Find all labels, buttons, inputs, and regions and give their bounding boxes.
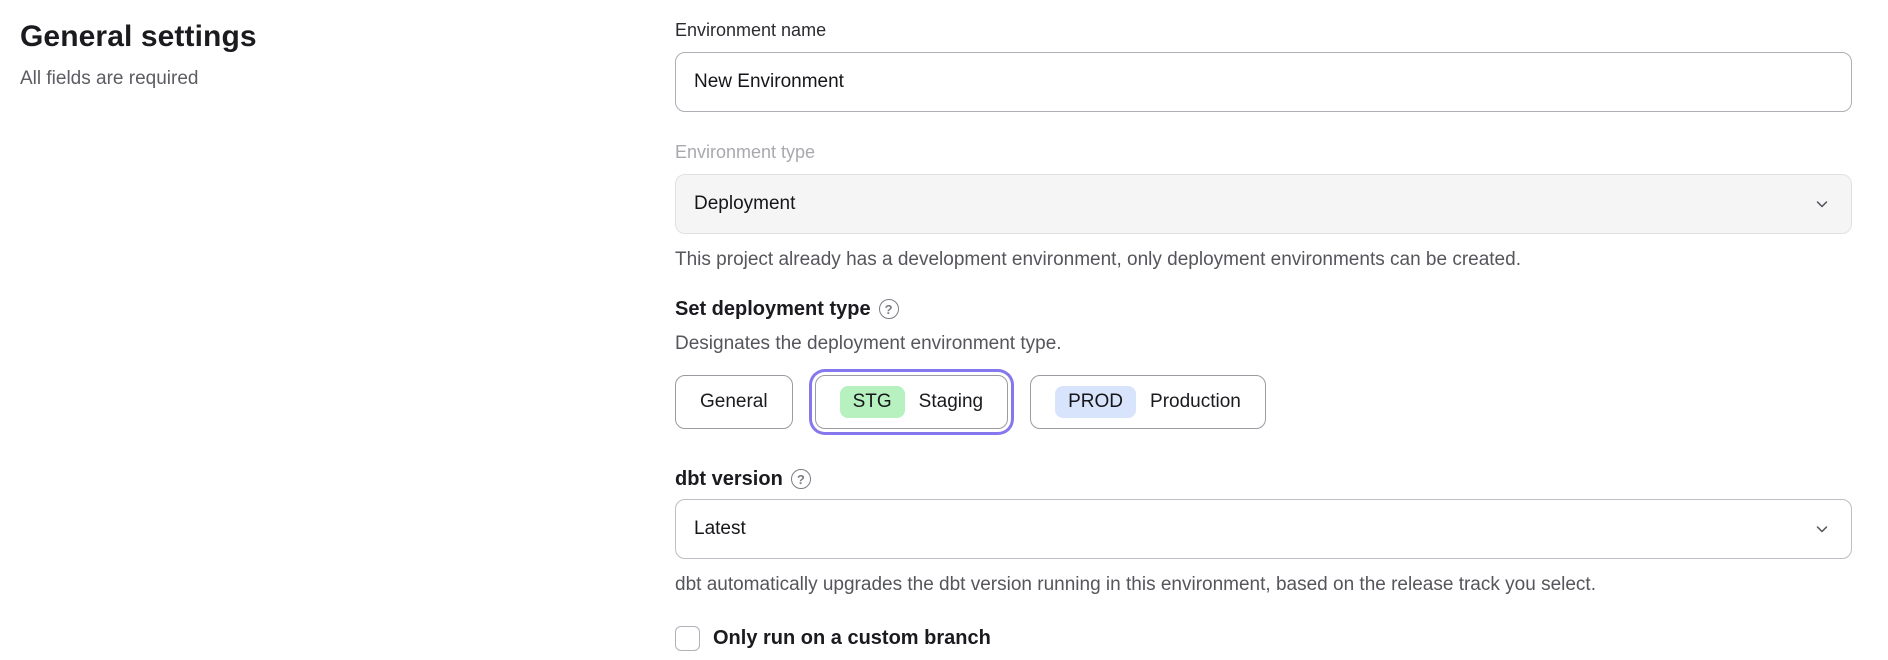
- environment-type-helper: This project already has a development e…: [675, 249, 1521, 270]
- deployment-type-production-button[interactable]: PROD Production: [1030, 375, 1266, 429]
- dbt-version-helper: dbt automatically upgrades the dbt versi…: [675, 574, 1596, 595]
- production-badge: PROD: [1055, 386, 1137, 418]
- deployment-type-staging-button[interactable]: STG Staging: [814, 375, 1009, 429]
- deployment-type-staging-label: Staging: [918, 391, 984, 412]
- dbt-version-select[interactable]: Latest: [675, 499, 1852, 559]
- help-icon[interactable]: ?: [790, 469, 811, 489]
- environment-type-select: Deployment: [675, 174, 1852, 234]
- deployment-type-general-label: General: [700, 391, 768, 412]
- deployment-type-production-label: Production: [1150, 391, 1241, 412]
- deployment-type-options: General STG Staging PROD Production: [675, 370, 1852, 434]
- page-subtitle: All fields are required: [20, 68, 199, 89]
- environment-type-label: Environment type: [675, 142, 816, 162]
- custom-branch-checkbox[interactable]: [675, 626, 700, 651]
- deployment-type-description: Designates the deployment environment ty…: [675, 333, 1062, 354]
- environment-type-value: Deployment: [694, 193, 796, 214]
- environment-name-input[interactable]: [675, 52, 1852, 112]
- custom-branch-label[interactable]: Only run on a custom branch: [713, 627, 991, 649]
- environment-form: Environment name Environment type Deploy…: [675, 18, 1852, 651]
- chevron-down-icon: [1813, 520, 1831, 538]
- dbt-version-value: Latest: [694, 518, 746, 539]
- deployment-type-heading-text: Set deployment type: [675, 298, 871, 320]
- page-title: General settings: [20, 20, 257, 53]
- help-icon[interactable]: ?: [878, 299, 899, 319]
- environment-name-label: Environment name: [675, 20, 827, 40]
- settings-header: General settings All fields are required: [20, 20, 580, 90]
- dbt-version-heading: dbt version ?: [675, 467, 1852, 491]
- chevron-down-icon: [1813, 195, 1831, 213]
- custom-branch-row: Only run on a custom branch: [675, 626, 1852, 651]
- dbt-version-heading-text: dbt version: [675, 468, 783, 490]
- staging-badge: STG: [839, 386, 905, 418]
- deployment-type-general-button[interactable]: General: [675, 375, 793, 429]
- deployment-type-heading: Set deployment type ?: [675, 297, 1852, 321]
